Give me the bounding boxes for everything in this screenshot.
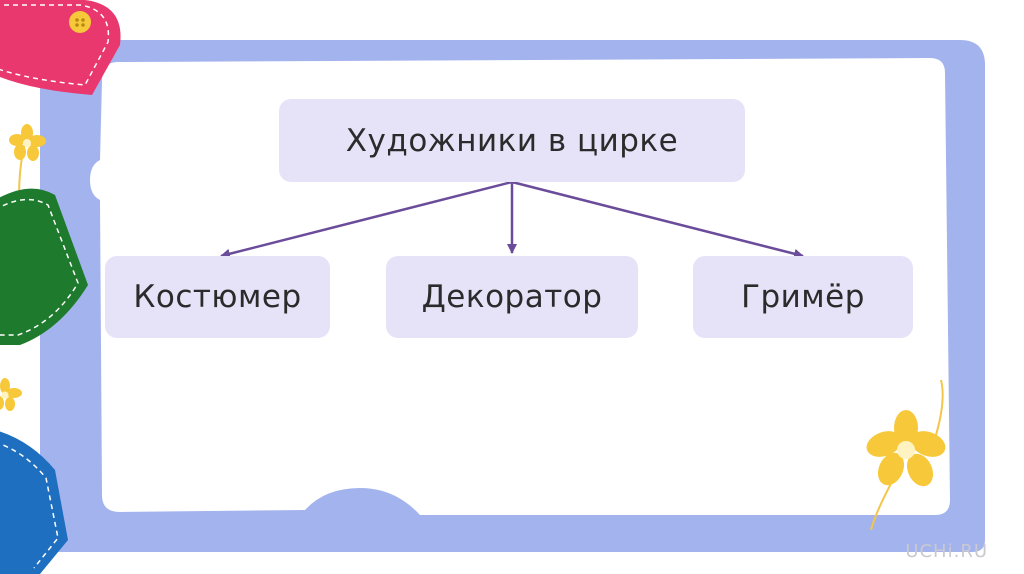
child-node-costume: Костюмер xyxy=(105,256,330,338)
root-node: Художники в цирке xyxy=(279,99,745,182)
watermark: UCHi.RU xyxy=(905,541,988,562)
child-node-makeup: Гримёр xyxy=(693,256,913,338)
button-icon xyxy=(69,11,91,33)
child-label-makeup: Гримёр xyxy=(741,279,865,315)
root-label: Художники в цирке xyxy=(346,123,678,159)
child-label-costume: Костюмер xyxy=(133,279,301,315)
child-node-decorator: Декоратор xyxy=(386,256,638,338)
flower-icon xyxy=(0,378,22,411)
child-label-decorator: Декоратор xyxy=(422,279,603,315)
